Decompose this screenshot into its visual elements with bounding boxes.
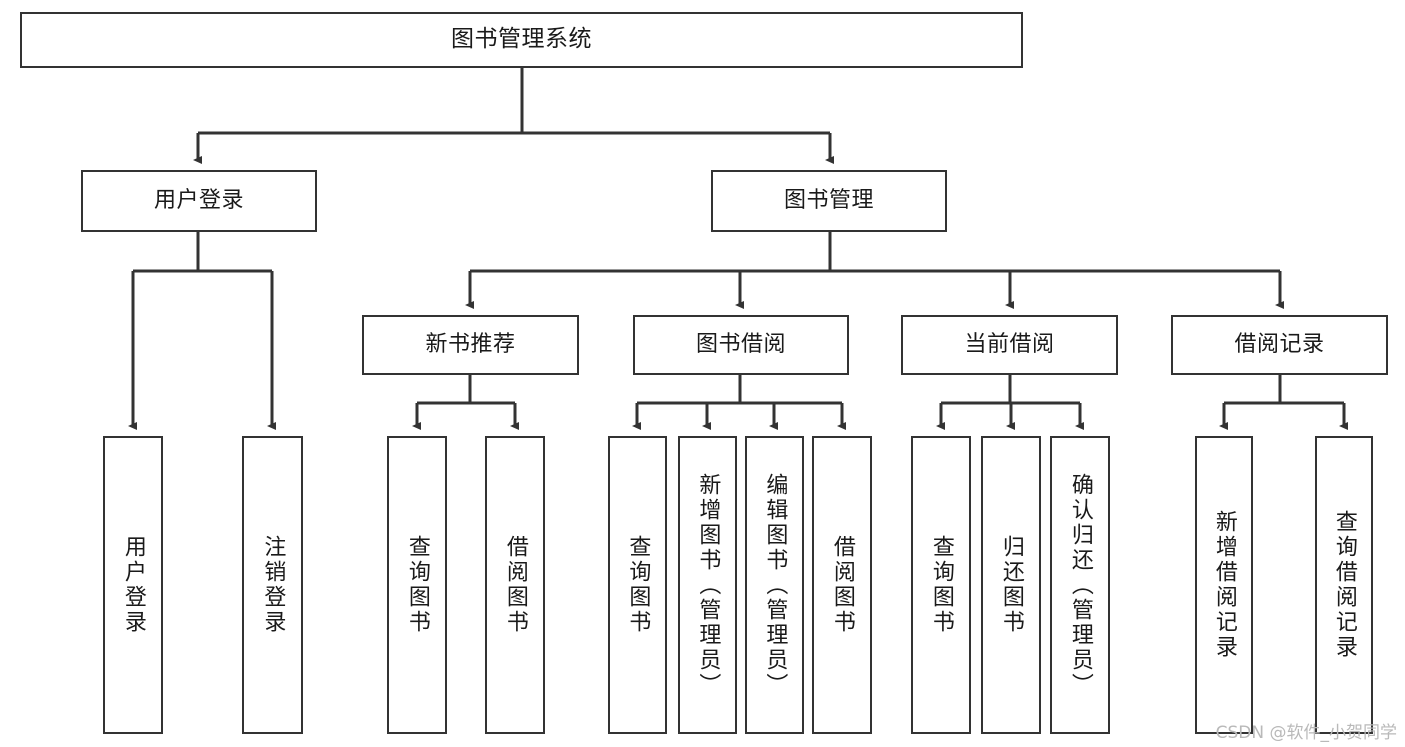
leaf-current-borrow-query-book[interactable]: 查询图书 <box>911 436 971 734</box>
leaf-current-borrow-confirm-return-admin[interactable]: 确认归还（管理员） <box>1050 436 1110 734</box>
node-current-borrow[interactable]: 当前借阅 <box>901 315 1118 375</box>
leaf-borrow-record-query-record[interactable]: 查询借阅记录 <box>1315 436 1373 734</box>
node-root-system[interactable]: 图书管理系统 <box>20 12 1023 68</box>
leaf-borrow-record-add-record[interactable]: 新增借阅记录 <box>1195 436 1253 734</box>
leaf-book-borrow-borrow-book[interactable]: 借阅图书 <box>812 436 872 734</box>
node-book-management[interactable]: 图书管理 <box>711 170 947 232</box>
leaf-user-login-login[interactable]: 用户登录 <box>103 436 163 734</box>
leaf-book-borrow-edit-book-admin[interactable]: 编辑图书（管理员） <box>745 436 804 734</box>
node-new-book-recommend[interactable]: 新书推荐 <box>362 315 579 375</box>
node-book-borrow[interactable]: 图书借阅 <box>633 315 849 375</box>
leaf-current-borrow-return-book[interactable]: 归还图书 <box>981 436 1041 734</box>
node-user-login[interactable]: 用户登录 <box>81 170 317 232</box>
leaf-user-login-logout[interactable]: 注销登录 <box>242 436 303 734</box>
leaf-book-borrow-query-book[interactable]: 查询图书 <box>608 436 667 734</box>
node-borrow-record[interactable]: 借阅记录 <box>1171 315 1388 375</box>
leaf-new-book-borrow-book[interactable]: 借阅图书 <box>485 436 545 734</box>
leaf-book-borrow-add-book-admin[interactable]: 新增图书（管理员） <box>678 436 737 734</box>
leaf-new-book-query-book[interactable]: 查询图书 <box>387 436 447 734</box>
csdn-watermark: CSDN @软件_小贺同学 <box>1215 723 1397 743</box>
